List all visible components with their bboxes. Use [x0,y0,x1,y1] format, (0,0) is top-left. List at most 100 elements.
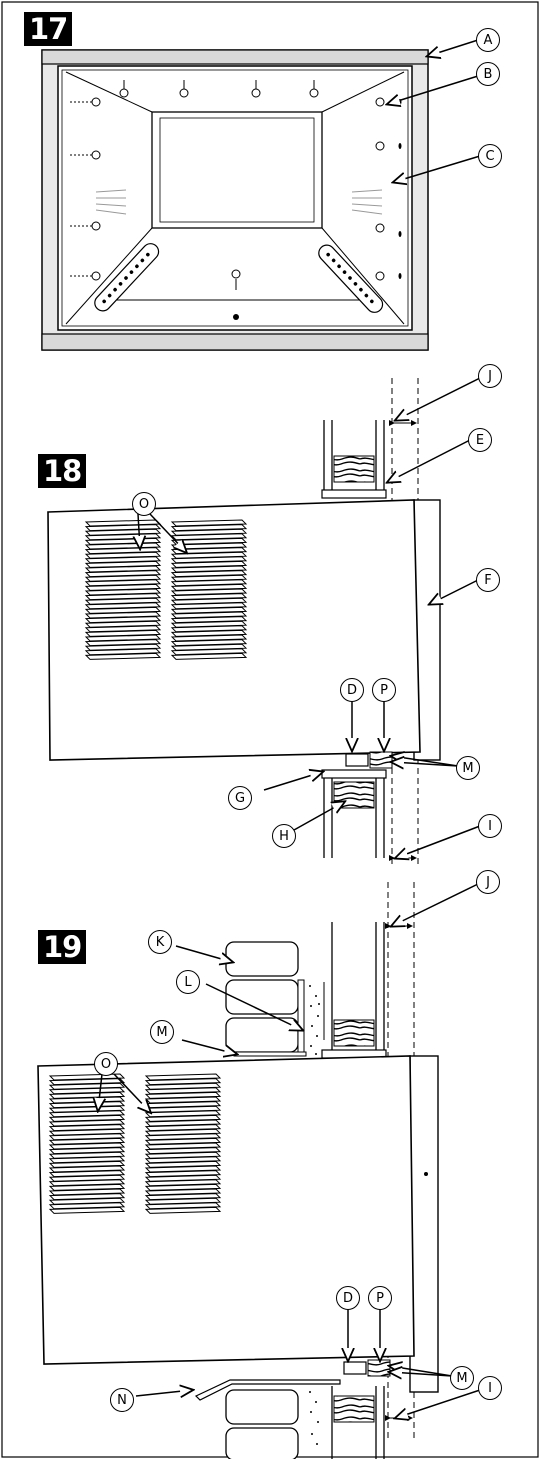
louver-slat [170,620,248,628]
louver-slat [48,1124,126,1132]
louver-slat [84,588,162,596]
louver-slat [144,1133,222,1141]
louver-slat [170,643,248,651]
louver-slat [144,1124,222,1132]
louver-slat [170,616,248,624]
louver-slat [48,1082,126,1090]
louver-slat [84,551,162,559]
louver-slat [48,1119,126,1127]
fig17-leader-arrows [388,39,481,182]
callout-p-fig19: P [368,1286,392,1310]
louver-slat [84,620,162,628]
louver-slat [144,1091,222,1099]
louver-slat [84,639,162,647]
louver-slat [144,1202,222,1210]
fig19-leader-arrows [98,883,481,1418]
callout-o-fig18: O [132,492,156,516]
louver-slat [84,629,162,637]
louver-slat [144,1174,222,1182]
louver-slat [48,1193,126,1201]
louver-slat [170,611,248,619]
louver-slat [170,524,248,532]
louver-slat [48,1174,126,1182]
figure-18-side-view [47,378,441,866]
callout-o-fig19: O [94,1052,118,1076]
louver-slat [170,579,248,587]
callout-c: C [478,144,502,168]
louver-slat [48,1151,126,1159]
louver-slat [84,574,162,582]
louver-slat [170,648,248,656]
louver-slat [144,1165,222,1173]
callout-a: A [476,28,500,52]
louver-slat [170,519,248,527]
louver-slat [84,597,162,605]
figure-17-number: 17 [24,12,73,46]
louver-slat [170,570,248,578]
louver-slat [48,1206,126,1214]
louver-slat [144,1087,222,1095]
fig18-leader-arrows [138,377,481,858]
louver-slat [144,1142,222,1150]
louver-slat [144,1078,222,1086]
callout-m-fig19-top: M [150,1020,174,1044]
louver-slat [144,1183,222,1191]
figure-19-number: 19 [38,930,87,964]
louver-slat [170,602,248,610]
louver-slat [48,1202,126,1210]
louver-slat [144,1137,222,1145]
callout-f: F [476,568,500,592]
figure-19-side-view [37,882,439,1459]
louver-slat [170,639,248,647]
louver-slat [144,1160,222,1168]
louver-slat [84,652,162,660]
louver-slat [48,1091,126,1099]
louver-slat [170,597,248,605]
louver-slat [144,1110,222,1118]
louver-slat [144,1188,222,1196]
louver-slat [48,1188,126,1196]
louver-slat [48,1197,126,1205]
louver-slat [170,629,248,637]
louver-slat [84,583,162,591]
louver-slat [170,625,248,633]
louver-slat [84,579,162,587]
callout-d-fig19: D [336,1286,360,1310]
louver-slat [84,606,162,614]
louver-slat [144,1206,222,1214]
louver-slat [48,1114,126,1122]
callout-j-fig19: J [476,870,500,894]
louver-slat [84,616,162,624]
louver-slat [144,1082,222,1090]
louver-slat [84,602,162,610]
louver-slat [84,570,162,578]
callout-d-fig18: D [340,678,364,702]
louver-slat [84,528,162,536]
callout-i-fig19: I [478,1376,502,1400]
figure-18-number: 18 [38,454,87,488]
louver-slat [170,634,248,642]
callout-l: L [176,970,200,994]
louver-slat [48,1156,126,1164]
louver-slat [48,1137,126,1145]
callout-g: G [228,786,252,810]
callout-k: K [148,930,172,954]
louver-slat [170,556,248,564]
louver-slat [144,1197,222,1205]
callout-e: E [468,428,492,452]
callout-n: N [110,1388,134,1412]
louver-slat [144,1114,222,1122]
louver-slat [84,556,162,564]
callout-j-fig18: J [478,364,502,388]
callout-m-fig19-bottom: M [450,1366,474,1390]
louver-slat [144,1073,222,1081]
louver-slat [170,593,248,601]
louver-slat [48,1133,126,1141]
louver-slat [144,1193,222,1201]
louver-slat [144,1170,222,1178]
callout-i-fig18: I [478,814,502,838]
louver-slat [84,648,162,656]
louver-slat [84,593,162,601]
callout-p-fig18: P [372,678,396,702]
